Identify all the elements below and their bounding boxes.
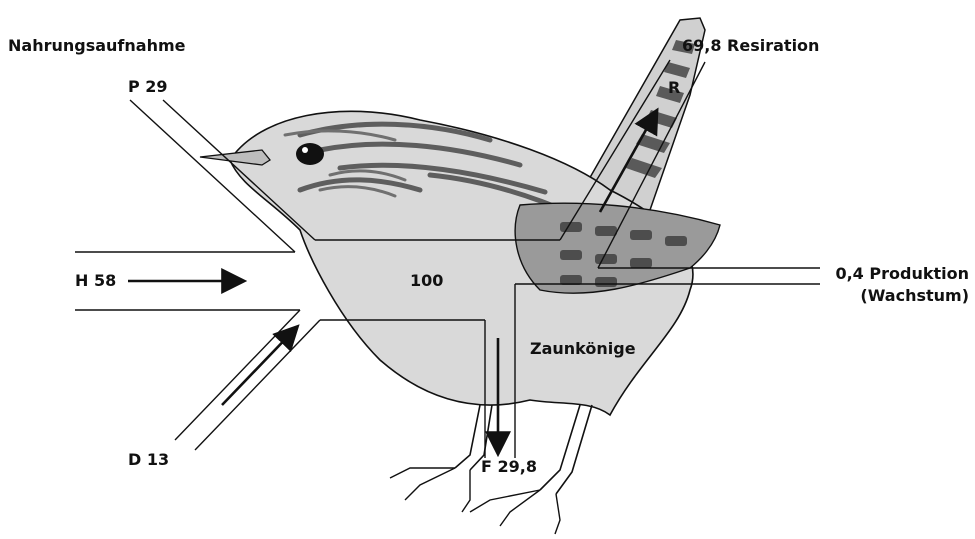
wren-illustration <box>200 18 720 534</box>
wren-eye <box>296 143 324 165</box>
production-label: 0,4 Produktion <box>835 264 969 283</box>
center-value: 100 <box>410 271 443 290</box>
production-sub-label: (Wachstum) <box>860 286 969 305</box>
input-p-label: P 29 <box>128 77 168 96</box>
respiration-label: 69,8 Resiration <box>682 36 819 55</box>
input-h-label: H 58 <box>75 271 116 290</box>
input-d-label: D 13 <box>128 450 169 469</box>
wren-legs <box>455 405 592 494</box>
arrow-d <box>222 328 296 405</box>
wren-feet <box>390 468 560 534</box>
organism-label: Zaunkönige <box>530 339 636 358</box>
intake-title: Nahrungsaufnahme <box>8 36 185 55</box>
respiration-short-label: R <box>668 78 680 97</box>
feces-label: F 29,8 <box>481 457 537 476</box>
